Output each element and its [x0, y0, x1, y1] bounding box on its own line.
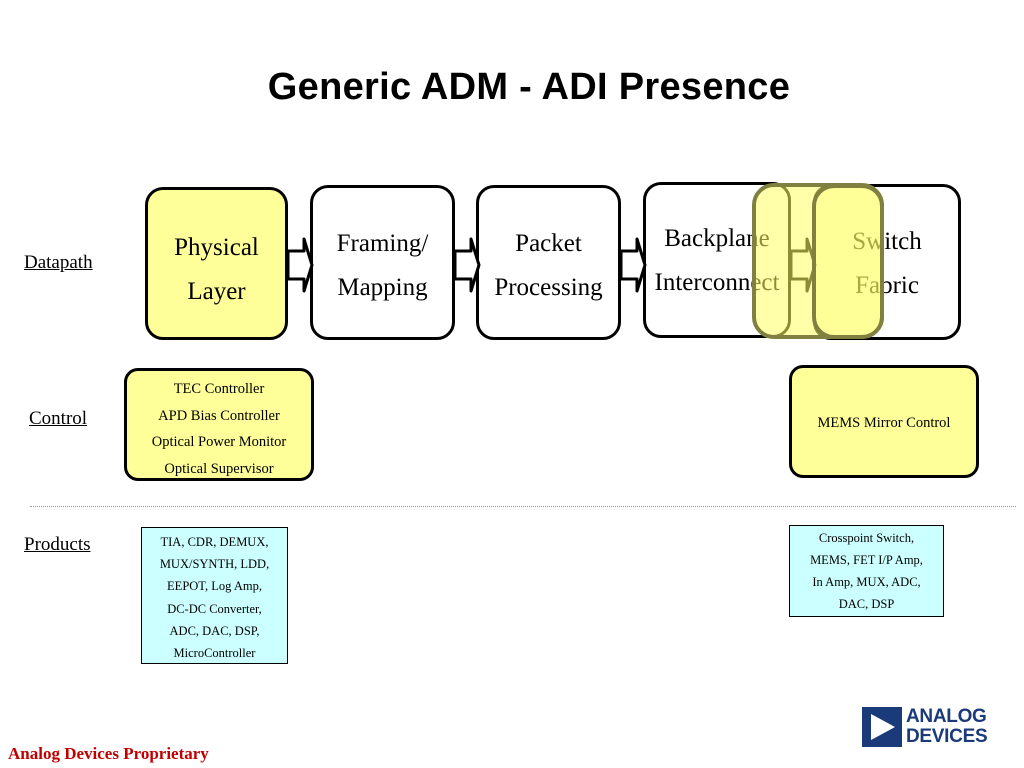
footer-proprietary: Analog Devices Proprietary — [8, 744, 209, 763]
product-item: MEMS, FET I/P Amp, — [810, 553, 923, 567]
flow-arrow-icon — [453, 237, 481, 293]
box-label-line: Framing/ — [336, 230, 429, 257]
row-label-datapath: Datapath — [24, 252, 93, 273]
box-label-line: Packet — [515, 230, 582, 257]
logo-line: ANALOG — [906, 706, 987, 727]
product-item: In Amp, MUX, ADC, — [812, 575, 921, 589]
product-item: EEPOT, Log Amp, — [167, 579, 262, 594]
row-label-control: Control — [29, 408, 88, 429]
datapath-box-physical-layer: Physical Layer — [145, 187, 288, 340]
box-label-line: Physical — [174, 234, 259, 261]
control-item: Optical Power Monitor — [151, 434, 287, 450]
logo-wordmark: ANALOG DEVICES — [906, 706, 988, 747]
products-box-left: TIA, CDR, DEMUX, MUX/SYNTH, LDD, EEPOT, … — [141, 527, 288, 664]
logo-triangle-icon — [862, 707, 902, 747]
section-divider — [30, 506, 1016, 507]
highlight-overlay — [752, 183, 884, 339]
control-box-right: MEMS Mirror Control — [789, 365, 979, 478]
product-item: DC-DC Converter, — [167, 601, 262, 616]
box-label-line: Layer — [187, 278, 246, 305]
control-box-left: TEC Controller APD Bias Controller Optic… — [124, 368, 314, 481]
product-item: ADC, DAC, DSP, — [169, 623, 260, 638]
row-label-products: Products — [24, 534, 91, 555]
control-item: MEMS Mirror Control — [817, 415, 951, 431]
product-item: DAC, DSP — [838, 597, 895, 611]
control-item: Optical Supervisor — [164, 460, 274, 477]
flow-arrow-icon — [286, 237, 314, 293]
flow-arrow-icon — [619, 237, 647, 293]
highlight-overlay — [812, 184, 884, 339]
product-item: MicroController — [173, 646, 256, 661]
logo-line: DEVICES — [906, 726, 988, 747]
control-item: APD Bias Controller — [158, 407, 280, 424]
box-label-line: Processing — [494, 274, 603, 301]
product-item: TIA, CDR, DEMUX, — [160, 535, 269, 549]
box-label-line: Mapping — [337, 274, 428, 301]
control-item: TEC Controller — [173, 381, 265, 397]
company-logo: ANALOG DEVICES — [862, 707, 998, 749]
datapath-box-framing-mapping: Framing/ Mapping — [310, 185, 455, 340]
product-item: Crosspoint Switch, — [818, 531, 915, 545]
page-title: Generic ADM - ADI Presence — [267, 66, 791, 108]
datapath-box-packet-processing: Packet Processing — [476, 185, 621, 340]
product-item: MUX/SYNTH, LDD, — [159, 557, 270, 572]
products-box-right: Crosspoint Switch, MEMS, FET I/P Amp, In… — [789, 525, 944, 617]
